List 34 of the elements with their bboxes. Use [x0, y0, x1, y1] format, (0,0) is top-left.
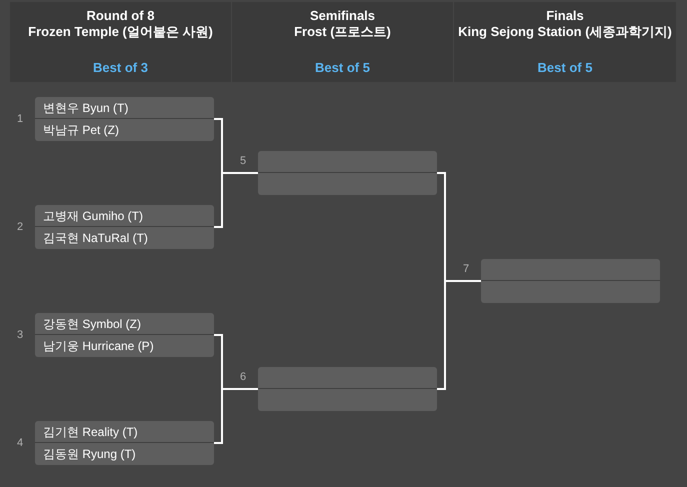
match-number: 6 — [240, 371, 246, 383]
series-length: Best of 3 — [92, 60, 149, 76]
match-number: 4 — [17, 437, 24, 449]
match-box — [481, 259, 660, 303]
match-number: 3 — [17, 329, 24, 341]
match-box — [35, 97, 214, 141]
round-title: Round of 8 — [86, 8, 156, 24]
match-number: 1 — [17, 113, 24, 125]
player-name: 김기현 Reality (T) — [43, 425, 138, 439]
bracket-line — [214, 388, 258, 444]
match-box — [35, 313, 214, 357]
match-number: 7 — [463, 263, 470, 275]
player-name: 변현우 Byun (T) — [43, 101, 128, 115]
match-box — [35, 205, 214, 249]
player-name: 남기웅 Hurricane (P) — [43, 339, 154, 353]
player-name: 고병재 Gumiho (T) — [43, 209, 144, 223]
map-name: Frost (프로스트) — [293, 24, 392, 40]
match-number: 5 — [240, 155, 246, 167]
player-name: 김국현 NaTuRal (T) — [43, 231, 148, 245]
player-name: 김동원 Ryung (T) — [43, 447, 136, 461]
round-title: Finals — [545, 8, 585, 24]
match-box — [258, 151, 437, 195]
player-name: 강동현 Symbol (Z) — [43, 317, 142, 331]
bracket-line — [214, 172, 258, 228]
map-name: King Sejong Station (세종과학기지) — [457, 24, 673, 40]
round-title: Semifinals — [308, 8, 376, 24]
match-number: 2 — [17, 221, 24, 233]
map-name: Frozen Temple (얼어붙은 사원) — [27, 24, 214, 40]
series-length: Best of 5 — [314, 60, 371, 76]
series-length: Best of 5 — [536, 60, 594, 76]
bracket-line — [437, 280, 481, 390]
match-box — [35, 421, 214, 465]
player-name: 박남규 Pet (Z) — [43, 123, 120, 137]
match-box — [258, 367, 437, 411]
